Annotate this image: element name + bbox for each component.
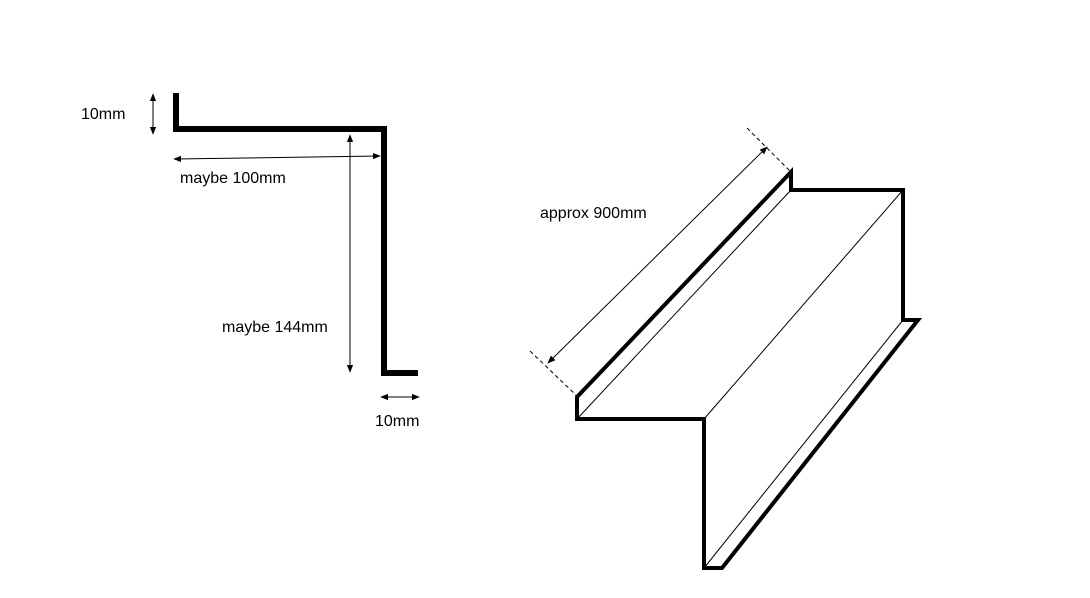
top-lip-label: 10mm bbox=[81, 106, 126, 123]
length-label: approx 900mm bbox=[540, 205, 647, 222]
extension-line-far bbox=[746, 127, 792, 173]
height-label: maybe 144mm bbox=[222, 319, 328, 336]
profile-outline bbox=[173, 93, 418, 376]
top-lip-fold-line bbox=[576, 189, 792, 420]
extension-line-near bbox=[529, 350, 578, 397]
bottom-lip-fold-line bbox=[703, 319, 904, 569]
cross-section-profile bbox=[149, 93, 420, 401]
length-dimension-arrow bbox=[547, 146, 768, 364]
top-width-dimension-arrow bbox=[173, 152, 381, 163]
web-edge-line bbox=[703, 189, 904, 420]
bottom-lip-label: 10mm bbox=[375, 413, 420, 430]
isometric-profile-view bbox=[529, 127, 923, 570]
isometric-outline bbox=[575, 166, 923, 570]
top-width-label: maybe 100mm bbox=[180, 170, 286, 187]
